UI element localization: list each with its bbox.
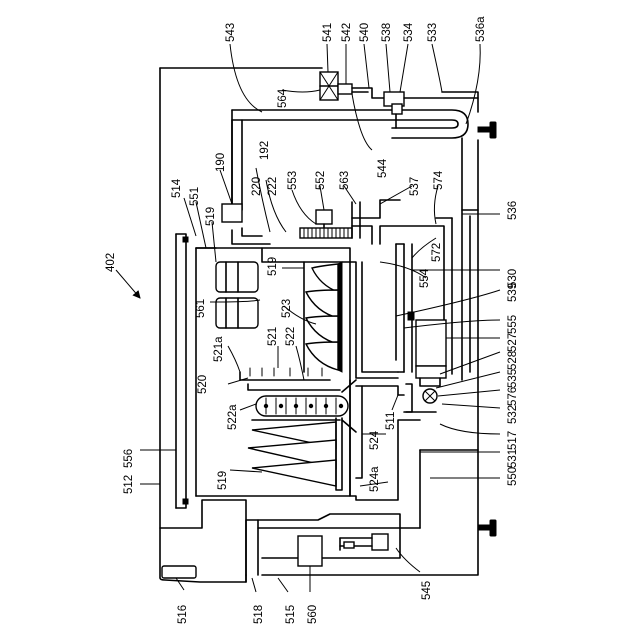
label-512: 512 — [123, 475, 135, 494]
label-533: 533 — [427, 23, 439, 42]
label-538: 538 — [381, 23, 393, 42]
component-527 — [416, 320, 446, 366]
drain-pump-545 — [340, 534, 388, 550]
heater-tray-553 — [300, 210, 352, 238]
cutlery-basket-522a — [256, 396, 348, 416]
label-564: 564 — [277, 88, 289, 108]
label-519-c: 519 — [217, 471, 229, 490]
label-519-b: 519 — [267, 257, 279, 276]
label-522a: 522a — [227, 404, 239, 430]
label-522: 522 — [285, 327, 297, 346]
label-545: 545 — [421, 581, 433, 600]
label-516: 516 — [177, 605, 189, 624]
label-518: 518 — [253, 605, 265, 624]
label-541: 541 — [322, 23, 334, 42]
label-554: 554 — [419, 268, 431, 288]
label-514: 514 — [171, 178, 183, 198]
label-192: 192 — [259, 141, 271, 160]
door-512 — [176, 234, 188, 508]
label-560: 560 — [307, 605, 319, 624]
label-555: 555 — [507, 315, 519, 334]
figure-label-402: 402 — [105, 253, 117, 272]
label-190: 190 — [215, 153, 227, 172]
label-550: 550 — [507, 467, 519, 486]
label-551: 551 — [189, 187, 201, 206]
label-561: 561 — [195, 299, 207, 318]
control-unit-560 — [298, 536, 322, 566]
label-527: 527 — [507, 333, 519, 352]
label-553: 553 — [287, 171, 299, 190]
wall-bracket-lower — [478, 520, 496, 536]
label-556: 556 — [123, 449, 135, 468]
label-540: 540 — [359, 23, 371, 42]
label-520: 520 — [197, 375, 209, 394]
label-537: 537 — [409, 177, 421, 196]
label-552: 552 — [315, 171, 327, 190]
pump-assembly-535 — [406, 366, 446, 412]
lower-rack-plates — [248, 418, 342, 490]
label-523: 523 — [281, 299, 293, 318]
label-539: 539 — [507, 283, 519, 302]
label-519-a: 519 — [205, 207, 217, 226]
label-544: 544 — [377, 158, 389, 178]
chamber-walls — [350, 244, 412, 478]
label-536a: 536a — [475, 16, 487, 42]
label-543: 543 — [225, 23, 237, 42]
label-521: 521 — [267, 327, 279, 346]
label-531: 531 — [507, 449, 519, 468]
label-220: 220 — [251, 177, 263, 196]
label-511: 511 — [385, 412, 397, 430]
label-528: 528 — [507, 351, 519, 370]
label-532: 532 — [507, 405, 519, 424]
spray-arm-521 — [240, 368, 340, 390]
label-574: 574 — [433, 170, 445, 190]
label-524a: 524a — [369, 466, 381, 492]
wall-bracket-upper — [478, 122, 496, 138]
upper-rack-bowls — [304, 262, 342, 372]
label-536: 536 — [507, 201, 519, 220]
label-222: 222 — [267, 177, 279, 196]
label-515: 515 — [285, 605, 297, 624]
pipe-536 — [462, 138, 478, 380]
label-563: 563 — [339, 171, 351, 190]
label-517: 517 — [507, 431, 519, 450]
label-524: 524 — [369, 430, 381, 450]
label-535: 535 — [507, 369, 519, 388]
foot-516 — [162, 566, 196, 578]
label-521a: 521a — [213, 336, 225, 362]
label-542: 542 — [341, 23, 353, 42]
cups-523 — [216, 262, 258, 328]
label-534: 534 — [403, 22, 415, 42]
label-572: 572 — [431, 243, 443, 262]
label-576: 576 — [507, 387, 519, 406]
junction-190 — [222, 204, 242, 222]
